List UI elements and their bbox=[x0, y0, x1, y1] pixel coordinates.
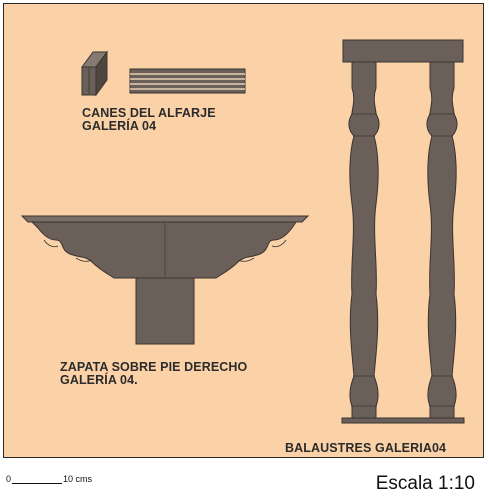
can-beam-profile bbox=[129, 68, 246, 94]
zapata-title-line1: ZAPATA SOBRE PIE DERECHO bbox=[60, 360, 248, 374]
zapata-title-line2: GALERÍA 04. bbox=[60, 373, 138, 387]
scale-ratio-text: Escala 1:10 bbox=[375, 473, 475, 494]
scale-bar-zero-label: 0 bbox=[6, 474, 12, 484]
canes-title-line1: CANES DEL ALFARJE bbox=[82, 106, 216, 120]
zapata-corbel bbox=[20, 215, 310, 279]
drawing-sheet: CANES DEL ALFARJE GALERÍA 04 ZAPATA SOBR… bbox=[3, 3, 484, 458]
balaustres-frame bbox=[341, 39, 465, 424]
scale-bar-ten-label: 10 cms bbox=[63, 474, 93, 484]
scale-bar bbox=[12, 483, 62, 484]
scale-footer: 0 10 cms Escala 1:10 bbox=[0, 458, 489, 498]
canes-title-line2: GALERÍA 04 bbox=[82, 119, 157, 133]
can-beam-end bbox=[81, 50, 108, 97]
architectural-drawing bbox=[20, 39, 465, 424]
pie-derecho-post bbox=[135, 277, 195, 345]
balaustres-title: BALAUSTRES GALERIA04 bbox=[285, 441, 447, 455]
baluster-left bbox=[348, 61, 380, 419]
baluster-right bbox=[426, 61, 458, 419]
